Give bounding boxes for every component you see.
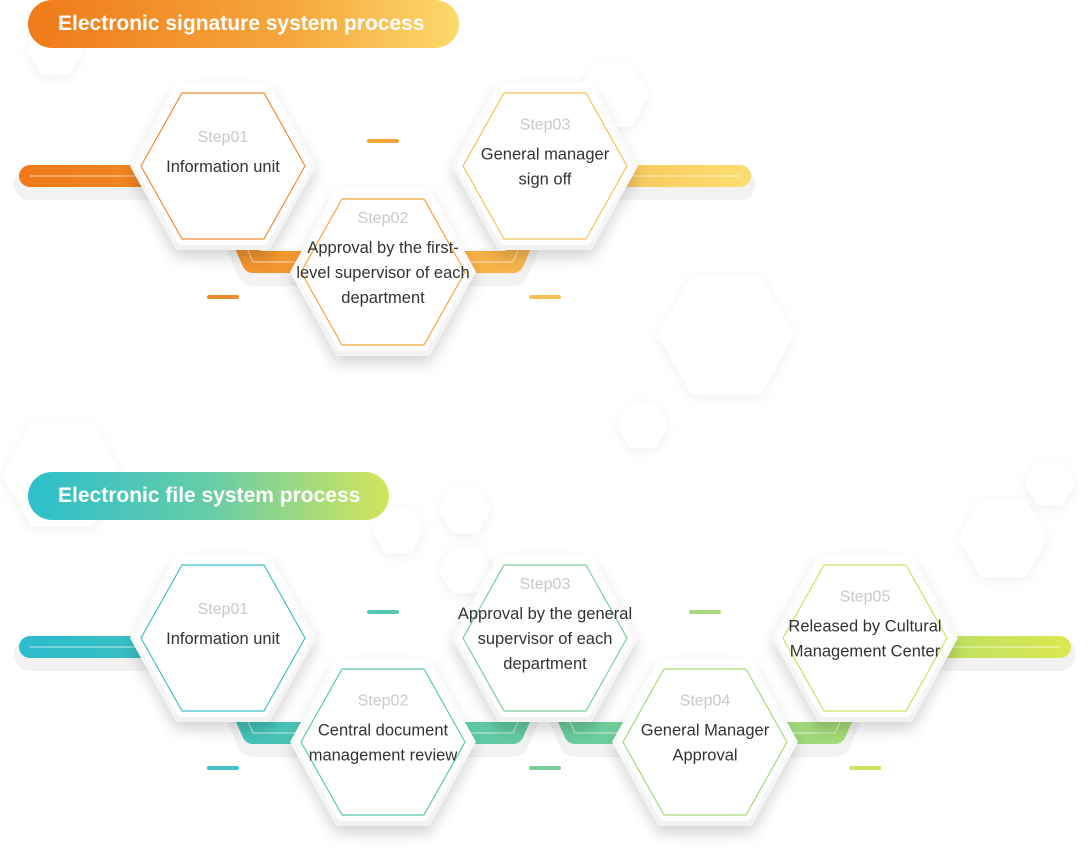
step-label: Management Center bbox=[790, 643, 941, 661]
step-dash-marker bbox=[689, 610, 721, 614]
file-process-title: Electronic file system process bbox=[28, 472, 389, 520]
step-label: department bbox=[341, 289, 425, 307]
step-label: department bbox=[503, 655, 587, 673]
step-number: Step01 bbox=[198, 601, 249, 618]
step-label: General manager bbox=[481, 146, 610, 164]
decorative-hexagon bbox=[439, 547, 491, 593]
step-outline bbox=[622, 668, 788, 816]
step-number: Step05 bbox=[840, 589, 891, 606]
step-label: Approval by the first- bbox=[307, 239, 458, 257]
step-dash-marker bbox=[207, 295, 239, 299]
step-label: sign off bbox=[519, 171, 572, 189]
step-label: Approval by the general bbox=[458, 605, 632, 623]
decorative-hexagon bbox=[958, 499, 1048, 577]
signature-process-title: Electronic signature system process bbox=[28, 0, 459, 48]
step-number: Step04 bbox=[680, 693, 731, 710]
step-label: General Manager bbox=[641, 722, 770, 740]
step-label: Approval bbox=[672, 747, 737, 765]
step-outline bbox=[300, 668, 466, 816]
step-outline bbox=[462, 564, 628, 712]
step-dash-marker bbox=[367, 610, 399, 614]
step-dash-marker bbox=[529, 766, 561, 770]
decorative-hexagon bbox=[617, 402, 669, 448]
step-outline bbox=[140, 92, 306, 240]
step-dash-marker bbox=[367, 139, 399, 143]
step-label: management review bbox=[309, 747, 458, 765]
step-dash-marker bbox=[849, 766, 881, 770]
step-number: Step02 bbox=[358, 210, 409, 227]
step-number: Step01 bbox=[198, 129, 249, 146]
step-label: Central document bbox=[318, 722, 449, 740]
step-number: Step03 bbox=[520, 576, 571, 593]
step-outline bbox=[300, 198, 466, 346]
step-dash-marker bbox=[529, 295, 561, 299]
step-number: Step02 bbox=[358, 693, 409, 710]
decorative-hexagon bbox=[658, 275, 794, 395]
decorative-hexagon bbox=[1025, 461, 1075, 505]
step-label: Released by Cultural bbox=[788, 618, 941, 636]
step-label: Information unit bbox=[166, 630, 280, 648]
step-outline bbox=[462, 92, 628, 240]
step-outline bbox=[140, 564, 306, 712]
step-outline bbox=[782, 564, 948, 712]
background-hexagons bbox=[2, 25, 1075, 593]
step-label: level supervisor of each bbox=[296, 264, 469, 282]
step-label: Information unit bbox=[166, 158, 280, 176]
decorative-hexagon bbox=[372, 507, 424, 553]
step-number: Step03 bbox=[520, 117, 571, 134]
step-label: supervisor of each bbox=[478, 630, 613, 648]
step-dash-marker bbox=[207, 766, 239, 770]
decorative-hexagon bbox=[439, 487, 491, 533]
